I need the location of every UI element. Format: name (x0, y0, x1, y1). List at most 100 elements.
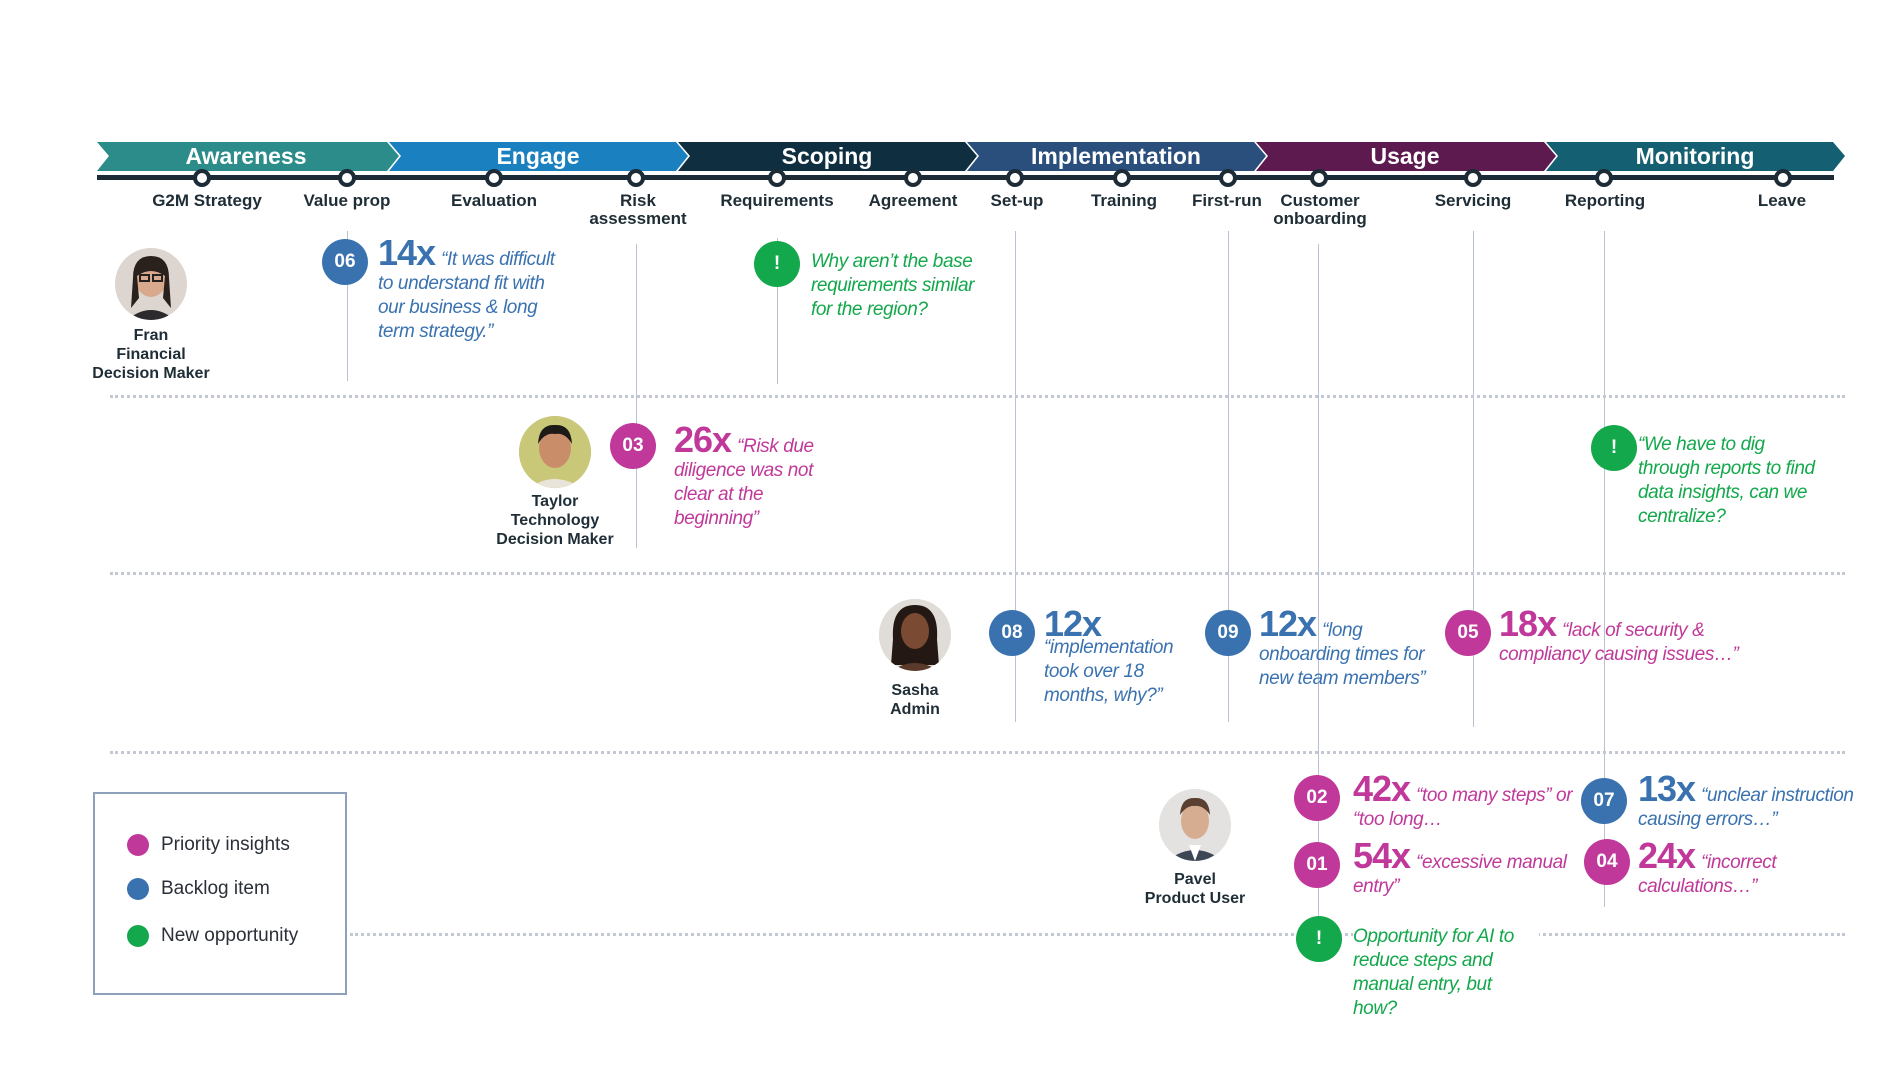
stage-chevron-monitoring (1546, 142, 1845, 171)
priority-badge: 04 (1584, 839, 1630, 885)
guide-line (1604, 231, 1605, 907)
insight-03: 26x“Risk due diligence was not clear at … (674, 422, 844, 531)
insight-quote: “long onboarding times for new team memb… (1259, 620, 1426, 689)
priority-badge: 03 (610, 423, 656, 469)
priority-dot-icon (127, 834, 149, 856)
step-label: Customer onboarding (1273, 191, 1367, 228)
insight-02: 42x“too many steps” or “too long… (1353, 771, 1593, 832)
row-separator (350, 933, 1845, 936)
opportunity-text: “We have to dig through reports to find … (1638, 434, 1815, 527)
station-dot (627, 169, 645, 187)
persona-role: Financial Decision Maker (92, 346, 210, 382)
insight-count: 18x (1499, 603, 1557, 644)
insight-quote: “too many steps” or “too long… (1353, 785, 1573, 830)
insight-07: 13x“unclear instruction causing errors…” (1638, 771, 1900, 832)
opportunity-icon: ! (754, 241, 800, 287)
station-dot (1006, 169, 1024, 187)
step-label: Requirements (720, 191, 834, 210)
insight-quote: “lack of security & compliancy causing i… (1499, 620, 1739, 665)
timeline-line (97, 175, 1834, 180)
step-label: Value prop (303, 191, 391, 210)
station-dot (904, 169, 922, 187)
legend-item-priority: Priority insights (127, 834, 290, 856)
guide-line (1015, 231, 1016, 722)
row-separator (110, 395, 1845, 398)
step-label: Reporting (1564, 191, 1646, 210)
avatar-taylor (519, 416, 591, 488)
persona-name: Pavel (1174, 871, 1216, 888)
insight-09: 12x“long onboarding times for new team m… (1259, 606, 1439, 691)
step-label: Training (1090, 191, 1158, 210)
avatar-pavel (1159, 789, 1231, 861)
station-dot (1464, 169, 1482, 187)
station-dot (338, 169, 356, 187)
backlog-badge: 09 (1205, 610, 1251, 656)
insight-08: 12x“implementation took over 18 months, … (1044, 603, 1204, 708)
stage-usage: Usage (1370, 143, 1440, 169)
station-dot (193, 169, 211, 187)
insight-06: 14x“It was difficult to understand fit w… (378, 235, 568, 344)
legend-label: New opportunity (161, 925, 299, 947)
stage-chevron-engage (389, 142, 688, 171)
opportunity-icon: ! (1591, 425, 1637, 471)
station-dot (768, 169, 786, 187)
station-dot (1774, 169, 1792, 187)
opportunity-icon: ! (1296, 916, 1342, 962)
step-label: Risk assessment (589, 191, 687, 228)
guide-line (1318, 244, 1319, 925)
guide-line (777, 238, 778, 384)
persona-role: Admin (890, 701, 940, 718)
guide-line (1228, 231, 1229, 722)
guide-line (1473, 231, 1474, 727)
insight-count: 24x (1638, 835, 1696, 876)
step-label: Leave (1757, 191, 1807, 210)
insight-count: 13x (1638, 768, 1696, 809)
backlog-dot-icon (127, 878, 149, 900)
legend-label: Priority insights (161, 834, 290, 856)
station-dot (1595, 169, 1613, 187)
insight-04: 24x“incorrect calculations…” (1638, 838, 1838, 899)
stage-scoping: Scoping (781, 143, 873, 169)
persona-name: Sasha (891, 682, 939, 699)
legend-item-backlog: Backlog item (127, 878, 270, 900)
legend: Priority insights Backlog item New oppor… (93, 792, 347, 995)
row-separator (110, 572, 1845, 575)
station-dot (485, 169, 503, 187)
insight-quote: “incorrect calculations…” (1638, 852, 1777, 897)
insight-count: 26x (674, 419, 732, 460)
step-label: First-run (1192, 191, 1262, 210)
persona-role: Technology Decision Maker (496, 512, 614, 548)
backlog-badge: 08 (989, 610, 1035, 656)
legend-label: Backlog item (161, 878, 270, 900)
stage-monitoring: Monitoring (1635, 143, 1755, 169)
opportunity-dot-icon (127, 925, 149, 947)
insight-count: 54x (1353, 835, 1411, 876)
insight-count: 12x (1259, 603, 1317, 644)
avatar-fran (115, 248, 187, 320)
avatar-sasha (879, 599, 951, 671)
insight-quote: “Risk due diligence was not clear at the… (674, 436, 814, 529)
insight-count: 12x (1044, 603, 1102, 644)
step-label: G2M Strategy (152, 191, 262, 210)
stage-chevron-scoping (678, 142, 977, 171)
insight-count: 42x (1353, 768, 1411, 809)
station-dot (1219, 169, 1237, 187)
stage-awareness: Awareness (185, 143, 307, 169)
stage-chevron-implementation (967, 142, 1266, 171)
priority-badge: 02 (1294, 775, 1340, 821)
station-dot (1113, 169, 1131, 187)
persona-name: Taylor (531, 493, 579, 510)
stage-implementation: Implementation (1031, 143, 1201, 169)
opportunity-text: Opportunity for AI to reduce steps and m… (1353, 925, 1539, 1021)
stage-band (97, 142, 1845, 187)
insight-quote: “It was difficult to understand fit with… (378, 249, 555, 342)
insight-quote: “implementation took over 18 months, why… (1044, 637, 1174, 706)
backlog-badge: 07 (1581, 778, 1627, 824)
stage-chevron-usage (1256, 142, 1556, 171)
priority-badge: 05 (1445, 610, 1491, 656)
stage-engage: Engage (496, 143, 580, 169)
